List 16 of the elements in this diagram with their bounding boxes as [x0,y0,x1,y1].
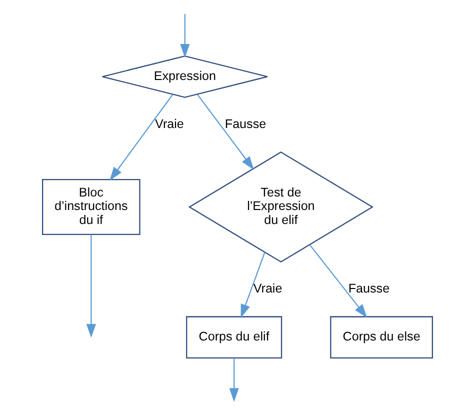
edge-label: Vraie [154,116,184,131]
node-box: Bloc d’instructions du if [42,178,140,236]
arrow [86,234,96,338]
arrow [240,252,265,318]
arrow [196,94,254,170]
edge-label: Vraie [252,282,282,296]
arrow [308,244,367,318]
edge-label: Fausse [348,282,390,296]
node-diamond: Expression [101,56,268,98]
edge-label: Fausse [224,116,266,131]
node-box: Corps du else [330,316,432,358]
arrow [228,358,238,402]
node-box: Corps du elif [186,316,282,358]
node-diamond: Test de l’Expression du elif [188,151,374,263]
arrow [109,94,173,181]
arrow [180,14,190,58]
